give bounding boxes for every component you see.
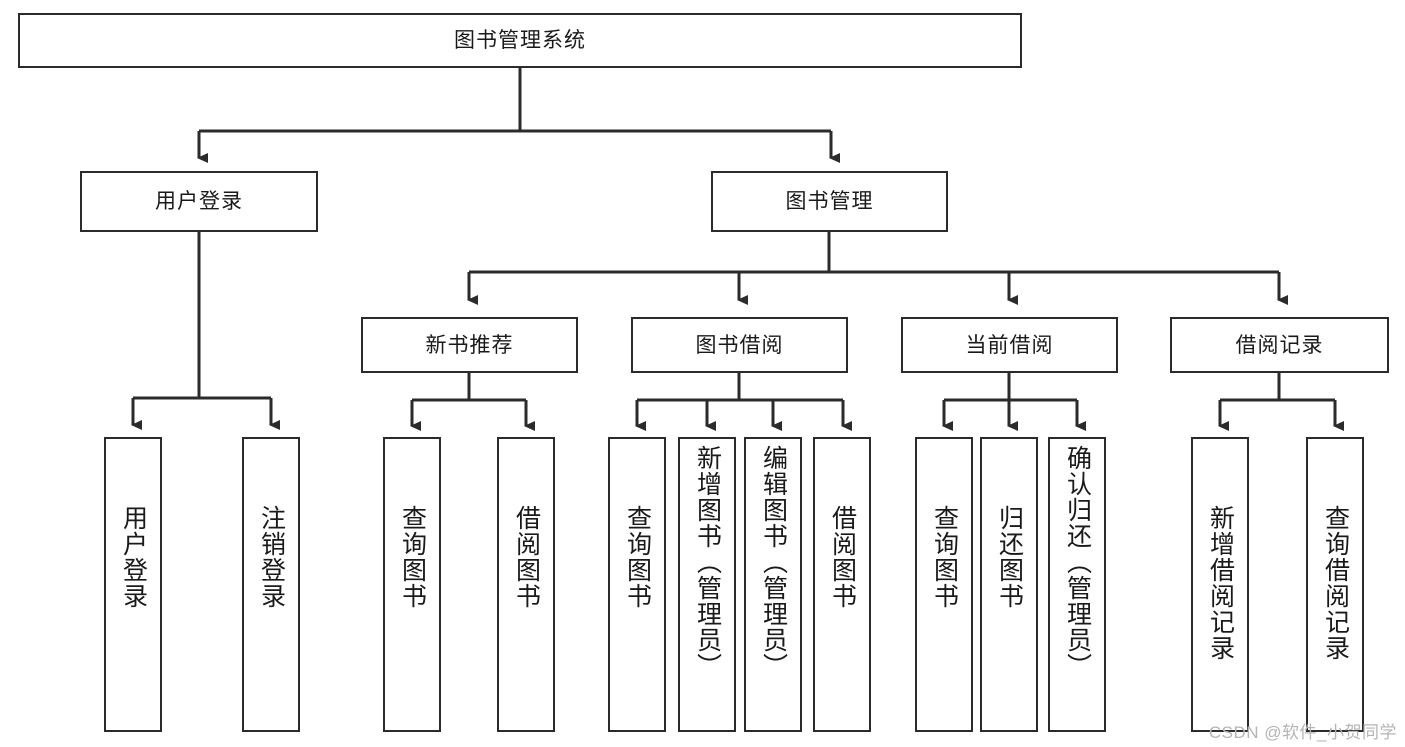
node-label: 用户登录 [155,190,243,213]
leaf-borrow-add-book-admin[interactable]: 新增图书（管理员） [678,437,736,732]
node-user-login[interactable]: 用户登录 [80,171,318,232]
node-label: 新书推荐 [425,333,514,357]
leaf-borrow-query-book[interactable]: 查询图书 [608,437,666,732]
node-book-borrow[interactable]: 图书借阅 [631,317,848,373]
node-label: 新增图书（管理员） [693,445,722,679]
node-borrow-record[interactable]: 借阅记录 [1170,317,1389,373]
node-label: 编辑图书（管理员） [759,445,788,679]
node-label: 借阅图书 [828,505,857,609]
node-label: 新增借阅记录 [1206,505,1235,661]
leaf-current-return-book[interactable]: 归还图书 [980,437,1038,732]
node-current-borrow[interactable]: 当前借阅 [901,317,1118,373]
node-new-book-recommend[interactable]: 新书推荐 [361,317,578,373]
node-label: 图书管理系统 [454,29,586,52]
leaf-borrow-edit-book-admin[interactable]: 编辑图书（管理员） [744,437,802,732]
node-label: 借阅记录 [1235,333,1324,357]
node-label: 查询借阅记录 [1321,505,1350,661]
node-label: 用户登录 [119,505,148,609]
node-label: 图书借阅 [695,333,784,357]
leaf-new-book-borrow[interactable]: 借阅图书 [497,437,555,732]
leaf-user-login-login[interactable]: 用户登录 [104,437,162,732]
node-label: 借阅图书 [512,505,541,609]
node-label: 确认归还（管理员） [1063,445,1092,679]
leaf-record-add-record[interactable]: 新增借阅记录 [1191,437,1249,732]
node-root-system[interactable]: 图书管理系统 [18,13,1022,68]
leaf-new-book-query[interactable]: 查询图书 [383,437,441,732]
node-label: 当前借阅 [965,333,1054,357]
leaf-user-login-logout[interactable]: 注销登录 [242,437,300,732]
csdn-watermark: CSDN @软件_小贺同学 [1208,723,1397,742]
node-label: 查询图书 [623,505,652,609]
node-label: 归还图书 [995,505,1024,609]
node-book-management[interactable]: 图书管理 [711,171,948,232]
node-label: 查询图书 [930,505,959,609]
node-label: 注销登录 [257,505,286,609]
leaf-record-query-record[interactable]: 查询借阅记录 [1306,437,1364,732]
leaf-current-confirm-return-admin[interactable]: 确认归还（管理员） [1048,437,1106,732]
leaf-borrow-borrow-book[interactable]: 借阅图书 [813,437,871,732]
node-label: 查询图书 [398,505,427,609]
leaf-current-query-book[interactable]: 查询图书 [915,437,973,732]
node-label: 图书管理 [785,190,874,213]
